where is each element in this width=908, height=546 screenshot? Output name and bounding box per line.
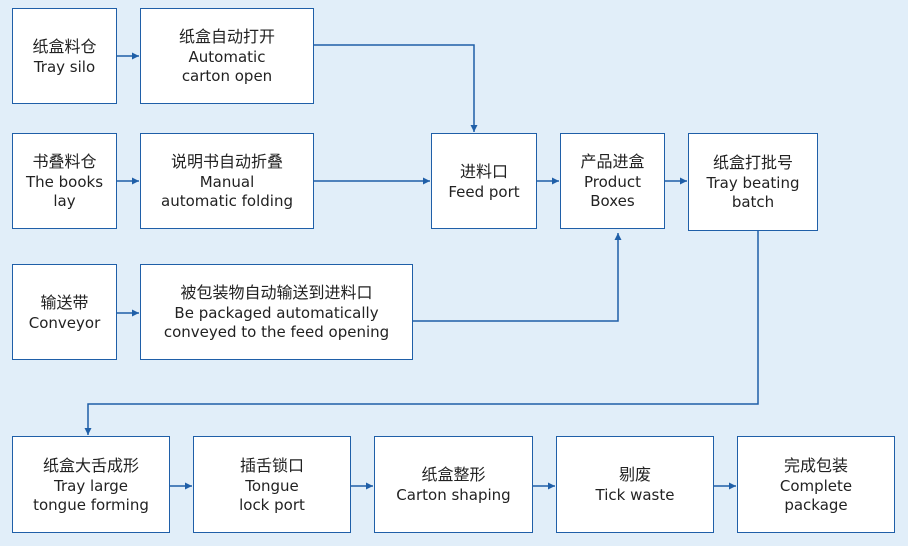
node-tongue-lock-cn: 插舌锁口 — [239, 455, 304, 475]
node-packaged-conveyed-en: Be packaged automatically conveyed to th… — [163, 304, 390, 341]
node-carton-open-cn: 纸盒自动打开 — [178, 27, 275, 46]
node-manual-folding: 说明书自动折叠 Manual automatic folding — [140, 133, 314, 229]
node-product-boxes: 产品进盒 Product Boxes — [560, 133, 665, 229]
node-carton-shaping: 纸盒整形 Carton shaping — [374, 436, 533, 533]
node-tray-silo: 纸盒料仓 Tray silo — [12, 8, 117, 104]
node-complete-cn: 完成包装 — [783, 455, 848, 475]
node-tick-waste-cn: 剔废 — [618, 465, 651, 484]
arrow-carton-open-to-feed-port — [314, 44, 478, 132]
node-tick-waste-en: Tick waste — [595, 486, 675, 504]
node-tongue-lock: 插舌锁口 Tongue lock port — [193, 436, 351, 533]
node-product-boxes-cn: 产品进盒 — [580, 152, 645, 171]
node-carton-open-en: Automatic carton open — [181, 48, 273, 85]
node-feed-port: 进料口 Feed port — [431, 133, 537, 229]
node-packaged-conveyed-cn: 被包装物自动输送到进料口 — [180, 283, 373, 302]
node-batch-cn: 纸盒打批号 — [712, 153, 793, 172]
node-batch-en: Tray beating batch — [706, 174, 800, 211]
node-packaged-conveyed: 被包装物自动输送到进料口 Be packaged automatically c… — [140, 264, 413, 360]
node-conveyor-cn: 输送带 — [40, 292, 89, 312]
node-manual-folding-en: Manual automatic folding — [161, 173, 293, 210]
arrow-batch-to-tongue-forming — [84, 231, 759, 435]
node-tongue-forming: 纸盒大舌成形 Tray large tongue forming — [12, 436, 170, 533]
node-conveyor-en: Conveyor — [28, 313, 101, 332]
node-batch: 纸盒打批号 Tray beating batch — [688, 133, 818, 231]
node-feed-port-cn: 进料口 — [459, 161, 508, 181]
node-tongue-forming-en: Tray large tongue forming — [33, 476, 149, 514]
arrow-packaged-conveyed-to-product-boxes — [413, 233, 622, 322]
node-carton-shaping-cn: 纸盒整形 — [421, 465, 486, 484]
node-complete: 完成包装 Complete package — [737, 436, 895, 533]
node-books-lay-cn: 书叠料仓 — [32, 152, 97, 171]
node-carton-open: 纸盒自动打开 Automatic carton open — [140, 8, 314, 104]
node-complete-en: Complete package — [779, 476, 853, 514]
node-tick-waste: 剔废 Tick waste — [556, 436, 714, 533]
node-tray-silo-cn: 纸盒料仓 — [32, 36, 97, 56]
node-manual-folding-cn: 说明书自动折叠 — [170, 152, 283, 171]
node-product-boxes-en: Product Boxes — [584, 173, 641, 210]
node-tongue-forming-cn: 纸盒大舌成形 — [42, 455, 139, 475]
node-books-lay: 书叠料仓 The books lay — [12, 133, 117, 229]
node-feed-port-en: Feed port — [448, 182, 520, 201]
node-conveyor: 输送带 Conveyor — [12, 264, 117, 360]
node-tray-silo-en: Tray silo — [33, 57, 96, 76]
node-tongue-lock-en: Tongue lock port — [239, 476, 305, 514]
node-carton-shaping-en: Carton shaping — [396, 486, 511, 504]
node-books-lay-en: The books lay — [25, 173, 104, 210]
